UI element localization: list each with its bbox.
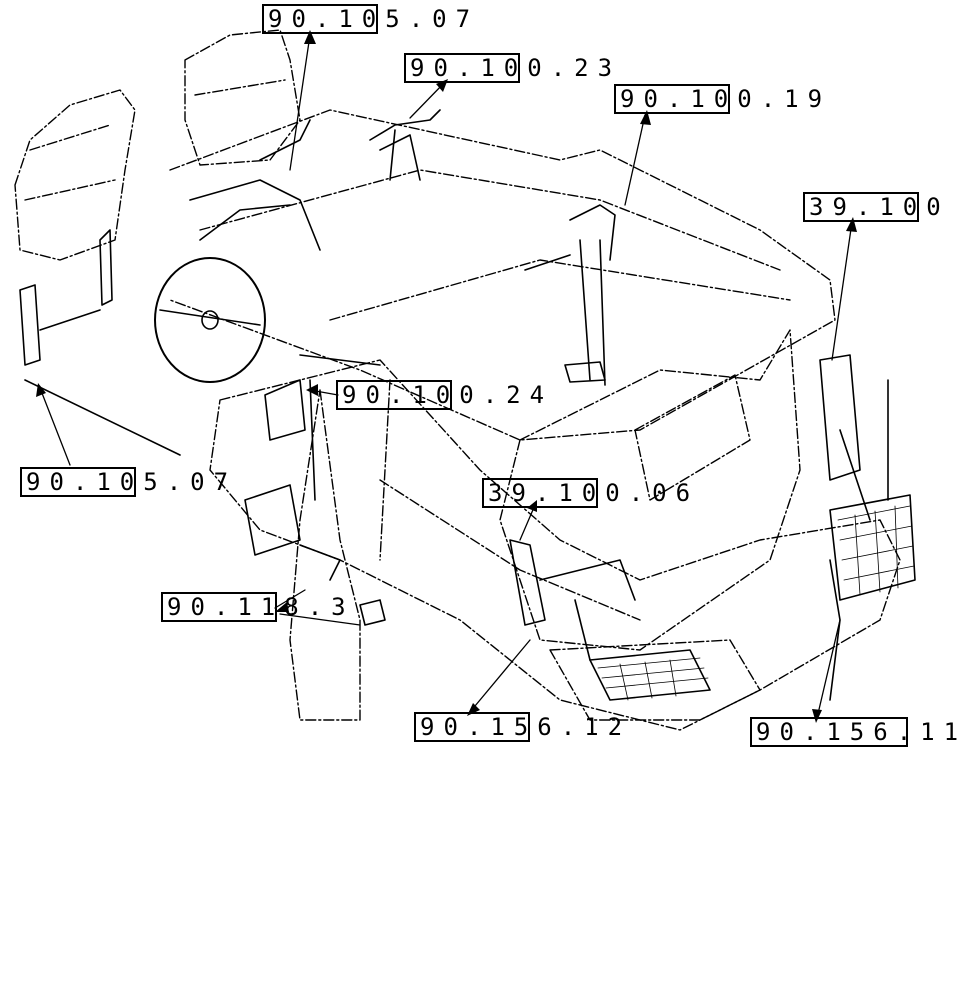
callout-90-156-11[interactable]: 90.156.11 — [750, 717, 964, 747]
callout-box — [262, 4, 378, 34]
step-grating — [597, 505, 915, 701]
callout-90-100-24[interactable]: 90.100.24 — [336, 380, 553, 410]
callout-90-105-07-left[interactable]: 90.105.07 — [20, 467, 237, 497]
callout-90-105-07-top[interactable]: 90.105.07 — [262, 4, 479, 34]
callout-90-100-19[interactable]: 90.100.19 — [614, 84, 831, 114]
callout-39-100-06[interactable]: 39.100.06 — [482, 478, 699, 508]
callout-box — [482, 478, 598, 508]
callout-39-100[interactable]: 39.100 — [803, 192, 950, 222]
callout-box — [20, 467, 136, 497]
leader-lines — [39, 34, 853, 719]
callout-box — [414, 712, 530, 742]
callout-90-100-23[interactable]: 90.100.23 — [404, 53, 621, 83]
callout-box — [336, 380, 452, 410]
callout-90-118-3[interactable]: 90.118.3 — [161, 592, 355, 622]
callout-box — [614, 84, 730, 114]
callout-box — [750, 717, 908, 747]
callout-box — [803, 192, 919, 222]
callout-box — [404, 53, 520, 83]
callout-90-156-12[interactable]: 90.156.12 — [414, 712, 631, 742]
callout-box — [161, 592, 277, 622]
